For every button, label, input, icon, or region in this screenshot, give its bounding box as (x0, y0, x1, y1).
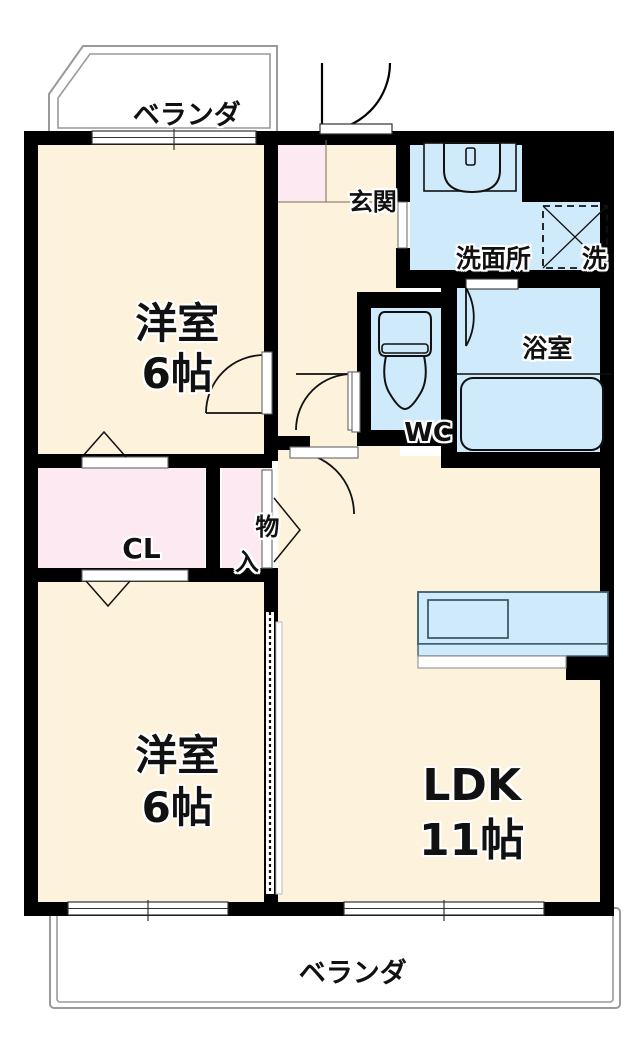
balcony-window-bottom-right (343, 900, 545, 921)
washer-alcove-floor (522, 200, 614, 270)
wall-wc-top (357, 292, 443, 308)
bedroom-bottom-floor (30, 580, 270, 910)
closet-folding-door-bottom[interactable] (81, 569, 189, 608)
label-washroom: 洗面所 (455, 244, 531, 274)
windows (67, 129, 545, 921)
kitchen-sink-icon (417, 591, 609, 669)
label-bedroom-bottom-size: 6帖 (141, 783, 213, 833)
entrance-door-leaf (319, 123, 393, 135)
bedroom-bottom-sliding-door[interactable] (266, 612, 283, 895)
veranda-bottom (49, 907, 621, 1009)
bedroom-top-door-swing[interactable] (205, 351, 273, 415)
label-ldk: LDK (422, 760, 521, 812)
label-bedroom-bottom: 洋室 (135, 731, 220, 781)
closet-folding-door-top[interactable] (81, 430, 169, 469)
wall-wc-bottom (357, 430, 443, 446)
genkan-washroom-door[interactable] (397, 201, 408, 249)
label-closet: CL (122, 532, 161, 566)
bedroom-top-door-leaf (261, 351, 273, 415)
label-washer-space: 洗 (581, 244, 607, 274)
wall-left (24, 131, 38, 916)
storage-folding-door[interactable] (261, 469, 301, 569)
label-veranda-bottom: ベランダ (298, 958, 407, 990)
label-bedroom-top-size: 6帖 (141, 349, 213, 399)
label-toilet: WC (404, 418, 452, 449)
toilet-icon (378, 311, 432, 411)
label-bedroom-top: 洋室 (135, 299, 220, 349)
wall-genkan-washroom-lower (396, 248, 410, 270)
toilet-door[interactable] (351, 371, 361, 433)
shoe-cabinet (278, 140, 326, 202)
label-veranda-top: ベランダ (132, 100, 241, 132)
entrance-door-swing[interactable] (319, 62, 393, 135)
closet-floor (37, 466, 205, 572)
bedroom-top-floor (30, 138, 270, 456)
label-ldk-size: 11帖 (419, 815, 525, 867)
balcony-window-bottom-left (67, 900, 229, 921)
label-storage: 物 入 (235, 512, 280, 576)
wall-closet-storage-divider (206, 460, 220, 574)
washbasin-icon (423, 142, 517, 194)
bathroom-window (465, 278, 519, 290)
balcony-window-top (91, 129, 257, 150)
wall-bathroom-bottom (441, 452, 614, 468)
wall-bathroom-left (441, 286, 457, 468)
label-genkan: 玄関 (348, 188, 397, 217)
washing-machine-space-icon (542, 205, 608, 269)
wall-genkan-washroom-upper (396, 138, 410, 202)
bath-door-swing[interactable] (465, 287, 475, 347)
veranda-top (48, 45, 278, 135)
corridor-ldk-door-swing[interactable] (289, 446, 359, 515)
ldk-floor (278, 456, 610, 910)
thin-outlines (278, 140, 396, 203)
veranda-top-inner (57, 53, 271, 129)
bathtub-icon (455, 373, 612, 451)
wall-top-right-block (522, 138, 614, 202)
label-bathroom: 浴室 (522, 334, 573, 364)
wall-right (600, 131, 614, 916)
